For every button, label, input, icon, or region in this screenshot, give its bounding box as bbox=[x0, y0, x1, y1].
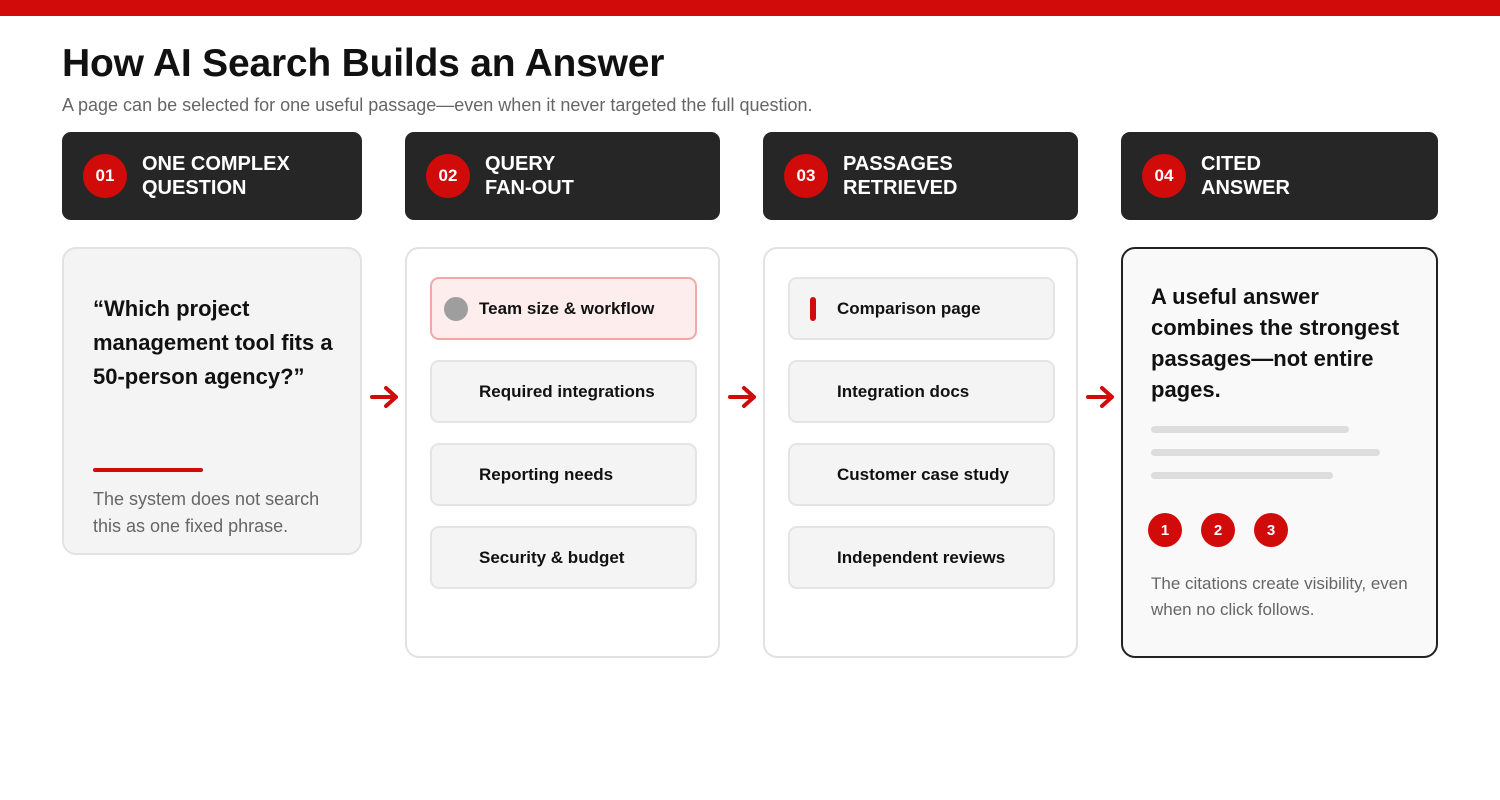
query-item-label: Required integrations bbox=[479, 381, 655, 401]
step-label-line1: QUERY bbox=[485, 153, 556, 175]
step-header-2: 02 QUERY FAN-OUT bbox=[405, 132, 720, 220]
accent-divider bbox=[93, 468, 203, 472]
query-item: Security & budget bbox=[430, 526, 697, 589]
arrow-right-icon bbox=[728, 386, 756, 408]
highlight-marker-icon bbox=[810, 297, 816, 321]
answer-text: A useful answer combines the strongest p… bbox=[1151, 284, 1400, 402]
fanout-card: Team size & workflow Required integratio… bbox=[405, 247, 720, 658]
page-title: How AI Search Builds an Answer bbox=[62, 42, 665, 85]
step-label-line2: QUESTION bbox=[142, 177, 247, 199]
passage-item-highlighted: Comparison page bbox=[788, 277, 1055, 340]
citation-badge: 1 bbox=[1148, 513, 1182, 547]
question-text: “Which project management tool fits a 50… bbox=[93, 296, 333, 389]
citation-badge: 3 bbox=[1254, 513, 1288, 547]
step-label-line1: ONE COMPLEX bbox=[142, 153, 290, 175]
passage-item-label: Comparison page bbox=[837, 298, 981, 318]
step-label-line1: CITED bbox=[1201, 153, 1261, 175]
step-label: QUERY FAN-OUT bbox=[485, 152, 574, 200]
step-label-line2: ANSWER bbox=[1201, 177, 1290, 199]
query-item-label: Security & budget bbox=[479, 547, 625, 567]
text-placeholder-line bbox=[1151, 449, 1380, 456]
step-number-badge: 02 bbox=[426, 154, 470, 198]
passage-item-label: Independent reviews bbox=[837, 547, 1006, 567]
status-dot-icon bbox=[444, 297, 468, 321]
step-header-4: 04 CITED ANSWER bbox=[1121, 132, 1438, 220]
arrow-right-icon bbox=[370, 386, 398, 408]
passage-item-label: Customer case study bbox=[837, 464, 1009, 484]
step-number-badge: 01 bbox=[83, 154, 127, 198]
step-label-line2: FAN-OUT bbox=[485, 177, 574, 199]
arrow-right-icon bbox=[1086, 386, 1114, 408]
step-header-1: 01 ONE COMPLEX QUESTION bbox=[62, 132, 362, 220]
question-card: “Which project management tool fits a 50… bbox=[62, 247, 362, 555]
step-label-line1: PASSAGES bbox=[843, 153, 953, 175]
step-number-badge: 03 bbox=[784, 154, 828, 198]
top-accent-bar bbox=[0, 0, 1500, 16]
query-item-label: Team size & workflow bbox=[479, 298, 655, 318]
step-label: ONE COMPLEX QUESTION bbox=[142, 152, 290, 200]
passage-item-label: Integration docs bbox=[837, 381, 970, 401]
step-label: CITED ANSWER bbox=[1201, 152, 1290, 200]
answer-note: The citations create visibility, even wh… bbox=[1151, 574, 1408, 619]
passage-item: Integration docs bbox=[788, 360, 1055, 423]
text-placeholder-line bbox=[1151, 472, 1333, 479]
answer-card: A useful answer combines the strongest p… bbox=[1121, 247, 1438, 658]
step-label: PASSAGES RETRIEVED bbox=[843, 152, 957, 200]
passage-item: Customer case study bbox=[788, 443, 1055, 506]
passage-item: Independent reviews bbox=[788, 526, 1055, 589]
query-item: Required integrations bbox=[430, 360, 697, 423]
citation-badge: 2 bbox=[1201, 513, 1235, 547]
step-header-3: 03 PASSAGES RETRIEVED bbox=[763, 132, 1078, 220]
question-note: The system does not search this as one f… bbox=[93, 489, 320, 536]
query-item-active: Team size & workflow bbox=[430, 277, 697, 340]
text-placeholder-line bbox=[1151, 426, 1349, 433]
query-item: Reporting needs bbox=[430, 443, 697, 506]
passages-card: Comparison page Integration docs Custome… bbox=[763, 247, 1078, 658]
page-subtitle: A page can be selected for one useful pa… bbox=[62, 95, 813, 115]
step-number-badge: 04 bbox=[1142, 154, 1186, 198]
step-label-line2: RETRIEVED bbox=[843, 177, 958, 199]
query-item-label: Reporting needs bbox=[479, 464, 614, 484]
